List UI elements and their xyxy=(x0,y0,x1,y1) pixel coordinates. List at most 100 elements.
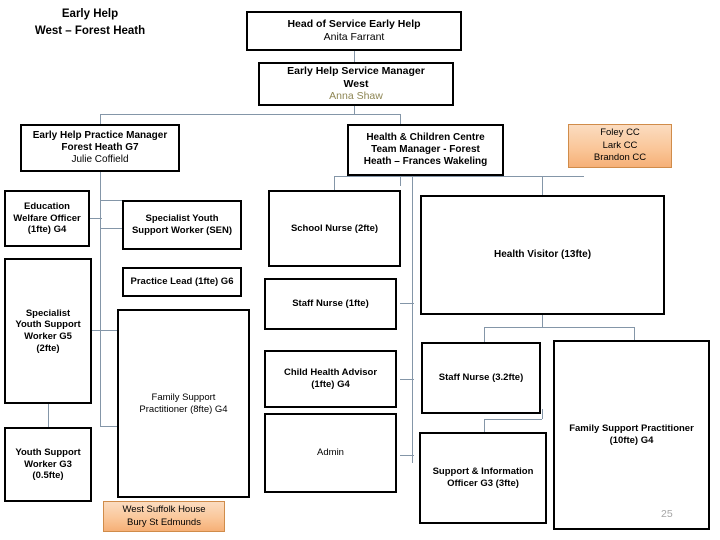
sysw-g5-line-3: Worker G5 xyxy=(24,331,72,342)
connector-bus-to-pm xyxy=(100,114,101,124)
connector-hcc-bus xyxy=(334,176,584,177)
node-fsp-10fte-text: Family Support Practitioner (10fte) G4 xyxy=(555,423,708,446)
node-staff-nurse-32fte[interactable]: Staff Nurse (3.2fte) xyxy=(421,342,541,414)
callout-childrens-centres[interactable]: Foley CC Lark CC Brandon CC xyxy=(568,124,672,168)
node-specialist-youth-support-worker-g5[interactable]: Specialist Youth Support Worker G5 (2fte… xyxy=(4,258,92,404)
connector-hcc-stem xyxy=(400,176,401,186)
connector-hv-stem xyxy=(542,315,543,327)
connector-sn32-stem xyxy=(542,409,543,419)
connector-pm-branch-fsp xyxy=(100,330,122,331)
node-hcc-team-manager-text: Health & Children Centre Team Manager - … xyxy=(349,132,502,169)
slide-title-line-2: West – Forest Heath xyxy=(34,24,146,37)
ysw-g3-line-2: Worker G3 xyxy=(24,458,72,470)
node-family-support-practitioner-8fte[interactable]: Family Support Practitioner (8fte) G4 xyxy=(117,309,250,498)
node-practice-manager-text: Early Help Practice Manager Forest Heath… xyxy=(22,130,178,167)
connector-hos-to-sm xyxy=(354,50,355,62)
node-education-welfare-officer[interactable]: Education Welfare Officer (1fte) G4 xyxy=(4,190,90,247)
slide-title-line-1: Early Help xyxy=(61,8,119,20)
node-specialist-youth-support-worker-sen[interactable]: Specialist Youth Support Worker (SEN) xyxy=(122,200,242,250)
node-head-of-service-text: Head of Service Early Help Anita Farrant xyxy=(248,18,460,44)
location-line-2: Bury St Edmunds xyxy=(127,516,201,528)
connector-hcc-to-schoolnurse xyxy=(334,176,335,190)
connector-sm-bus xyxy=(100,114,400,115)
node-service-manager-text: Early Help Service Manager West Anna Sha… xyxy=(260,65,452,103)
practice-manager-role-line-2: Forest Heath G7 xyxy=(61,141,139,153)
sysw-g5-line-4: (2fte) xyxy=(36,342,60,354)
practice-manager-person: Julie Coffield xyxy=(71,154,129,166)
node-head-of-service[interactable]: Head of Service Early Help Anita Farrant xyxy=(246,11,462,51)
connector-sm-stem xyxy=(354,104,355,114)
fsp-10fte-line-1: Family Support Practitioner xyxy=(569,423,694,435)
hcc-team-manager-line-2: Team Manager - Forest xyxy=(371,143,480,155)
callout-location-text: West Suffolk House Bury St Edmunds xyxy=(122,504,205,529)
callout-childrens-centres-text: Foley CC Lark CC Brandon CC xyxy=(594,127,646,164)
node-health-visitor-text: Health Visitor (13fte) xyxy=(493,248,592,260)
head-of-service-role: Head of Service Early Help xyxy=(287,18,421,31)
ewo-line-1: Education xyxy=(24,201,70,213)
connector-pm-branch-ewo xyxy=(90,218,102,219)
connector-hcc-to-healthvisitor xyxy=(542,176,543,195)
node-staff-nurse-1fte-text: Staff Nurse (1fte) xyxy=(292,298,369,310)
node-child-health-advisor[interactable]: Child Health Advisor (1fte) G4 xyxy=(264,350,397,408)
service-manager-person: Anna Shaw xyxy=(329,90,383,103)
sysw-g5-line-2: Youth Support xyxy=(15,319,81,331)
node-school-nurse-text: School Nurse (2fte) xyxy=(290,222,379,234)
practice-manager-role-line-1: Early Help Practice Manager xyxy=(32,129,168,141)
node-admin[interactable]: Admin xyxy=(264,413,397,493)
node-sysw-sen-text: Specialist Youth Support Worker (SEN) xyxy=(124,213,240,236)
fsp-10fte-line-2: (10fte) G4 xyxy=(609,435,654,446)
location-line-1: West Suffolk House xyxy=(122,504,206,516)
node-service-manager[interactable]: Early Help Service Manager West Anna Sha… xyxy=(258,62,454,106)
sio-line-1: Support & Information xyxy=(432,466,534,478)
connector-hv-bus xyxy=(484,327,634,328)
hcc-team-manager-line-3: Heath – Frances Wakeling xyxy=(363,156,488,168)
connector-pm-branch-fsp2 xyxy=(100,426,122,427)
node-education-welfare-officer-text: Education Welfare Officer (1fte) G4 xyxy=(6,201,88,236)
connector-bus-to-hcc xyxy=(400,114,401,124)
connector-sysw-to-ysw xyxy=(48,404,49,427)
connector-pm-branch-sysw xyxy=(90,330,102,331)
sysw-sen-line-2: Support Worker (SEN) xyxy=(131,225,233,236)
connector-hcc-middle-trunk xyxy=(412,176,413,463)
node-sio-text: Support & Information Officer G3 (3fte) xyxy=(421,466,545,489)
node-school-nurse[interactable]: School Nurse (2fte) xyxy=(268,190,401,267)
child-health-advisor-line-2: (1fte) G4 xyxy=(311,379,350,390)
connector-bus-to-sio xyxy=(484,419,485,432)
ewo-line-2: Welfare Officer xyxy=(13,212,81,224)
connector-trunk-to-staffnurse1 xyxy=(400,303,414,304)
child-health-advisor-line-1: Child Health Advisor xyxy=(283,367,378,379)
node-health-visitor[interactable]: Health Visitor (13fte) xyxy=(420,195,665,315)
node-staff-nurse-32fte-text: Staff Nurse (3.2fte) xyxy=(438,372,524,384)
connector-pm-trunk xyxy=(100,172,101,426)
hcc-team-manager-line-1: Health & Children Centre xyxy=(366,131,485,143)
node-admin-text: Admin xyxy=(317,447,344,459)
node-youth-support-worker-g3[interactable]: Youth Support Worker G3 (0.5fte) xyxy=(4,427,92,502)
node-support-information-officer[interactable]: Support & Information Officer G3 (3fte) xyxy=(419,432,547,524)
ysw-g3-line-3: (0.5fte) xyxy=(32,470,64,482)
head-of-service-person: Anita Farrant xyxy=(323,31,385,43)
slide-title: Early Help West – Forest Heath xyxy=(10,6,170,39)
node-practice-lead[interactable]: Practice Lead (1fte) G6 xyxy=(122,267,242,297)
node-fsp-8fte-text: Family Support Practitioner (8fte) G4 xyxy=(119,392,248,415)
childrens-centres-line-3: Brandon CC xyxy=(593,152,647,164)
node-staff-nurse-1fte[interactable]: Staff Nurse (1fte) xyxy=(264,278,397,330)
connector-trunk-to-admin xyxy=(400,455,414,456)
connector-hv-to-staffnurse32 xyxy=(484,327,485,342)
fsp-8fte-line-1: Family Support xyxy=(151,391,216,403)
childrens-centres-line-1: Foley CC xyxy=(600,127,640,139)
sysw-sen-line-1: Specialist Youth xyxy=(145,213,219,225)
connector-sio-bus xyxy=(484,419,542,420)
ewo-line-3: (1fte) G4 xyxy=(27,224,67,236)
node-child-health-advisor-text: Child Health Advisor (1fte) G4 xyxy=(266,367,395,390)
service-manager-role-line-1: Early Help Service Manager xyxy=(287,64,425,77)
node-hcc-team-manager[interactable]: Health & Children Centre Team Manager - … xyxy=(347,124,504,176)
node-sysw-g5-text: Specialist Youth Support Worker G5 (2fte… xyxy=(6,308,90,354)
callout-location[interactable]: West Suffolk House Bury St Edmunds xyxy=(103,501,225,532)
connector-pm-branch-sen xyxy=(100,200,122,201)
sio-line-2: Officer G3 (3fte) xyxy=(447,478,519,489)
childrens-centres-line-2: Lark CC xyxy=(602,139,638,151)
node-family-support-practitioner-10fte[interactable]: Family Support Practitioner (10fte) G4 xyxy=(553,340,710,530)
connector-pm-branch-practice-lead xyxy=(100,228,122,229)
node-practice-manager[interactable]: Early Help Practice Manager Forest Heath… xyxy=(20,124,180,172)
